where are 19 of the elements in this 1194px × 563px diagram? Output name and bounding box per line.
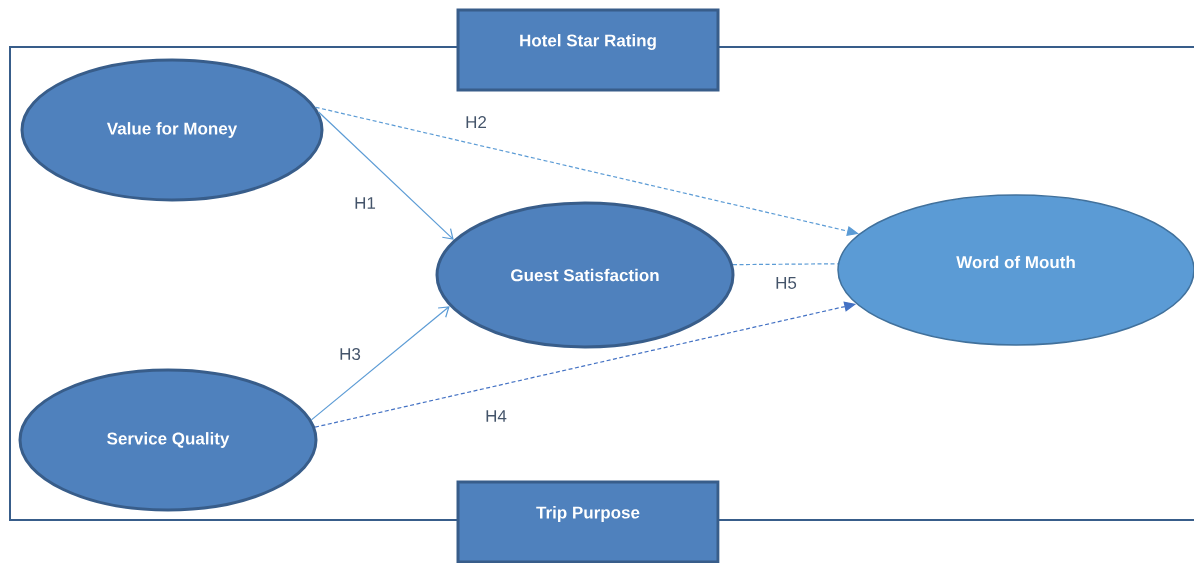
node-label: Trip Purpose (536, 506, 640, 522)
node-label: Guest Satisfaction (511, 268, 659, 282)
moderator-box (456, 480, 720, 563)
edge-label: H3 (340, 348, 361, 360)
construct-ellipse (18, 368, 318, 512)
edge-label: H5 (776, 277, 797, 289)
node-label: Service Quality (107, 432, 230, 448)
arrow (318, 111, 454, 240)
edge-label: H1 (355, 197, 376, 209)
construct-ellipse (435, 201, 735, 349)
construct-ellipse (837, 194, 1194, 346)
moderator-box (456, 8, 720, 92)
node-label: Hotel Star Rating (520, 34, 656, 50)
edge-label: H4 (486, 410, 507, 422)
arrow (310, 306, 450, 421)
edge-label: H2 (466, 116, 486, 128)
construct-ellipse (20, 58, 324, 202)
node-label: Value for Money (106, 122, 238, 138)
node-label: Word of Mouth (956, 255, 1075, 269)
